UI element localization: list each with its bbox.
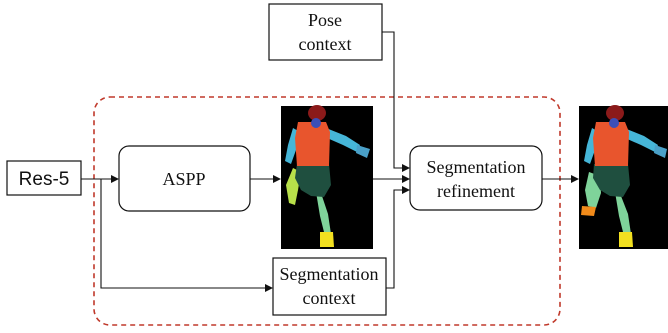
aspp-label: ASPP (162, 169, 205, 189)
refined-shorts (593, 164, 630, 197)
refined-head (606, 105, 624, 121)
refined-right-shoe (619, 232, 633, 247)
intermediate-shoe (320, 232, 334, 247)
edge-segmentation-context-to-refinement (386, 186, 410, 289)
segmentation-refinement-label-line1: Segmentation (427, 157, 526, 177)
intermediate-right-leg (316, 192, 331, 236)
pose-context-node: Pose context (268, 3, 383, 61)
dashed-module-frame (93, 96, 561, 326)
refined-face (609, 118, 619, 128)
intermediate-parsing-image (281, 105, 373, 249)
segmentation-context-label-line2: context (303, 288, 356, 308)
res5-label: Res-5 (19, 169, 70, 190)
refined-left-arm (624, 128, 658, 152)
intermediate-left-arm (326, 128, 360, 152)
edge-res5-to-segmentation-context (100, 179, 273, 292)
segmentation-context-label-line1: Segmentation (280, 264, 379, 284)
aspp-node: ASPP (118, 145, 251, 212)
edge-pose-context-to-refinement (382, 31, 410, 172)
intermediate-head (308, 105, 326, 121)
intermediate-torso (295, 122, 330, 166)
refined-left-shoe (581, 206, 596, 216)
refined-parsing-image (579, 105, 668, 249)
segmentation-refinement-node: Segmentation refinement (409, 145, 543, 211)
segmentation-refinement-label-line2: refinement (437, 181, 515, 201)
pose-context-label-line1: Pose (308, 10, 342, 30)
refined-right-leg (615, 192, 631, 236)
res5-node: Res-5 (6, 160, 82, 196)
refined-torso (593, 122, 629, 166)
refined-left-hand (654, 145, 667, 158)
intermediate-face (311, 118, 321, 128)
segmentation-context-node: Segmentation context (272, 257, 387, 316)
intermediate-left-hand (356, 145, 370, 158)
intermediate-shorts (295, 164, 331, 197)
pose-context-label-line2: context (299, 34, 352, 54)
